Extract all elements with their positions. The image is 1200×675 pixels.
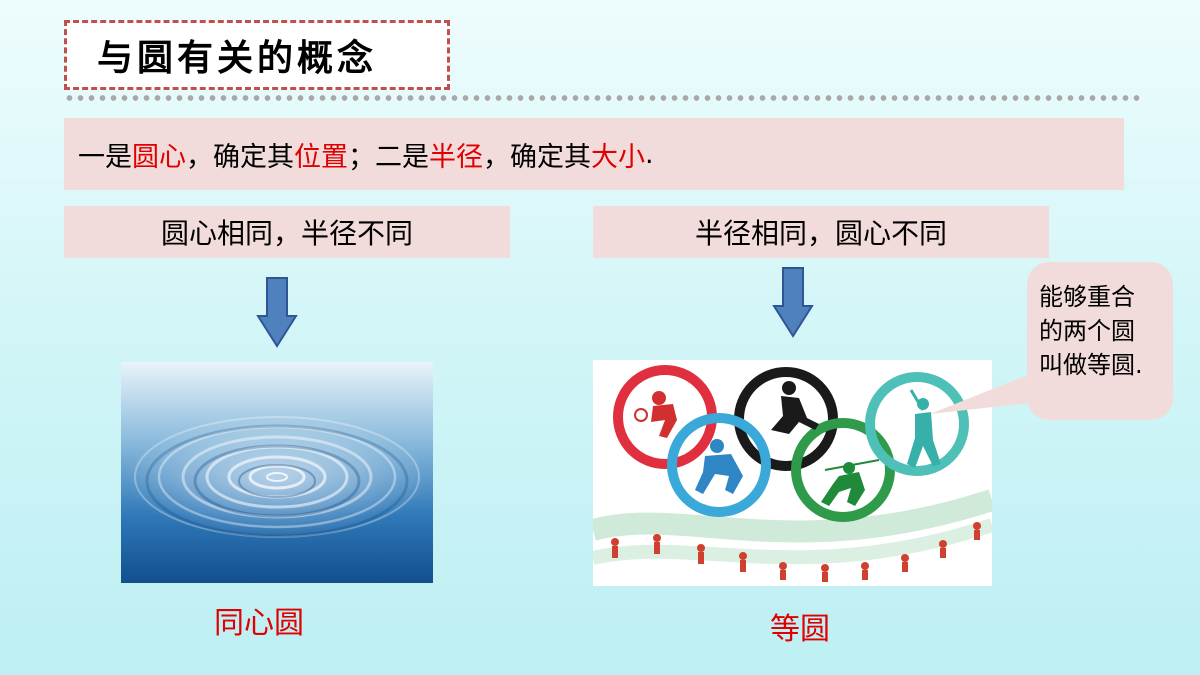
right-label-box: 半径相同，圆心不同 bbox=[593, 206, 1049, 258]
definition-highlight-radius: 半径 bbox=[429, 141, 483, 173]
definition-highlight-position: 位置 bbox=[294, 141, 348, 173]
definition-text-2: ，确定其 bbox=[186, 141, 294, 173]
callout-line-2: 的两个圆 bbox=[1039, 317, 1135, 345]
definition-highlight-size: 大小 bbox=[591, 141, 645, 173]
callout-bubble: 能够重合 的两个圆 叫做等圆. bbox=[1027, 262, 1173, 420]
definition-box: 一是圆心，确定其位置；二是半径，确定其大小. bbox=[64, 118, 1124, 190]
water-ripple-image bbox=[121, 362, 433, 583]
page-title: 与圆有关的概念 bbox=[97, 37, 378, 79]
callout-line-3: 叫做等圆. bbox=[1039, 351, 1143, 379]
title-box: 与圆有关的概念 bbox=[64, 20, 450, 90]
left-label-box: 圆心相同，半径不同 bbox=[64, 206, 510, 258]
definition-text-3: ；二是 bbox=[348, 141, 429, 173]
left-label: 圆心相同，半径不同 bbox=[160, 217, 413, 250]
callout-line-1: 能够重合 bbox=[1039, 283, 1135, 311]
definition-text-5: . bbox=[645, 138, 654, 170]
definition-highlight-center: 圆心 bbox=[132, 141, 186, 173]
definition-text-1: 一是 bbox=[78, 141, 132, 173]
left-down-arrow-icon bbox=[256, 277, 298, 348]
right-label: 半径相同，圆心不同 bbox=[694, 217, 947, 250]
olympic-rings-image bbox=[593, 360, 992, 586]
right-caption: 等圆 bbox=[770, 612, 830, 647]
right-down-arrow-icon bbox=[772, 267, 814, 338]
callout-pointer bbox=[930, 374, 1038, 414]
dotted-divider bbox=[64, 94, 1144, 102]
left-caption: 同心圆 bbox=[214, 606, 304, 641]
definition-text-4: ，确定其 bbox=[483, 141, 591, 173]
